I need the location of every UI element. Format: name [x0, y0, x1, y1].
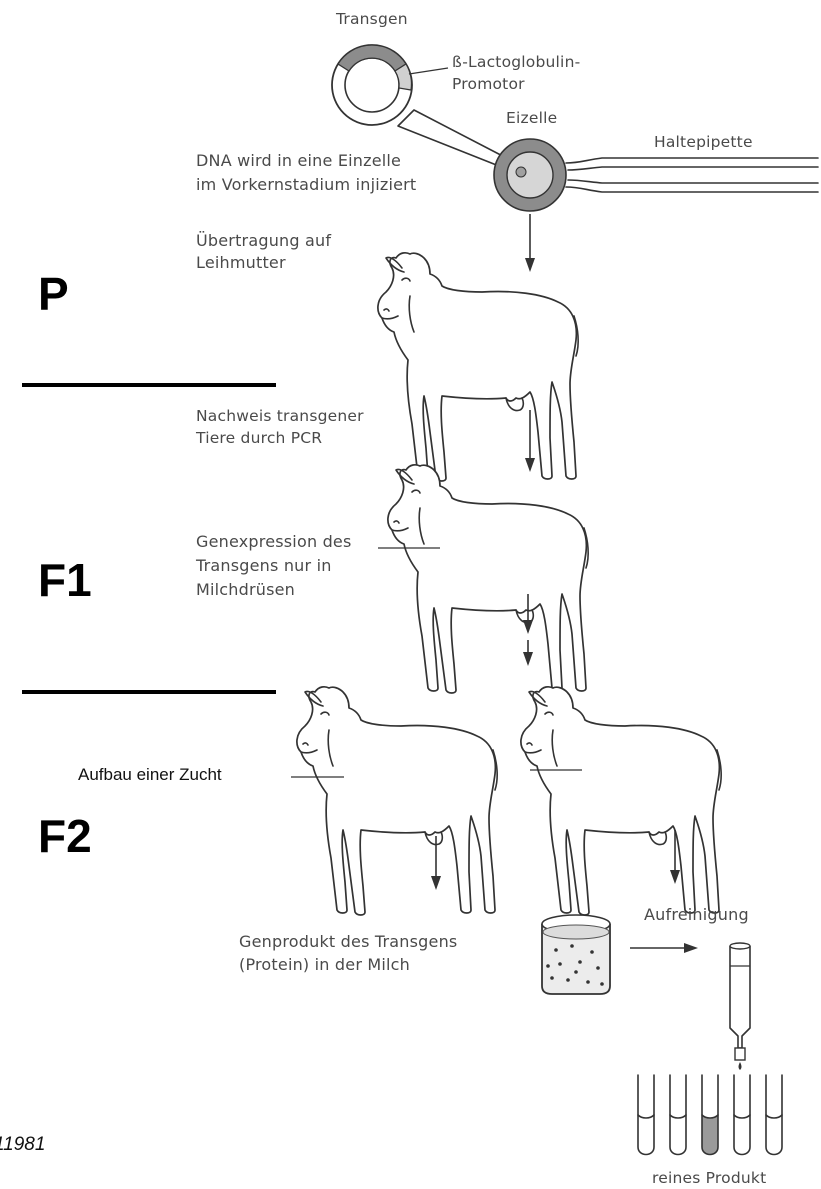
- zucht-label: Aufbau einer Zucht: [78, 765, 222, 784]
- purification-column-icon: [729, 942, 751, 1070]
- product-label-line2: (Protein) in der Milch: [239, 955, 410, 974]
- product-label-line1: Genprodukt des Transgens: [239, 932, 457, 951]
- expression-label-line1: Genexpression des: [196, 532, 352, 551]
- f1-sheep: [387, 463, 590, 694]
- test-tube-5: [765, 1074, 783, 1156]
- arrow-right-purification: [630, 943, 698, 953]
- aufreinigung-label: Aufreinigung: [644, 905, 749, 924]
- arrow-down-3b: [523, 640, 533, 666]
- test-tube-2: [669, 1074, 687, 1156]
- arrow-down-milk: [431, 836, 441, 890]
- transfer-label-line2: Leihmutter: [196, 253, 286, 272]
- generation-label-p: P: [38, 268, 69, 320]
- promoter-label-line1: ß-Lactoglobulin-: [452, 53, 580, 71]
- promoter-leader-line: [408, 67, 449, 75]
- test-tube-4: [733, 1074, 751, 1156]
- pcr-label-line1: Nachweis transgener: [196, 407, 364, 425]
- transgen-label: Transgen: [335, 10, 408, 28]
- promoter-label-line2: Promotor: [452, 75, 525, 93]
- haltepipette-label: Haltepipette: [654, 133, 753, 151]
- f2-sheep-left: [296, 685, 499, 916]
- generation-label-f2: F2: [38, 810, 92, 862]
- milk-beaker-icon: [541, 914, 611, 995]
- expression-label-line3: Milchdrüsen: [196, 580, 295, 599]
- f2-sheep-right: [520, 685, 723, 916]
- source-code-label: 11981: [0, 1134, 45, 1155]
- arrow-down-purification: [670, 830, 680, 884]
- arrow-down-1: [525, 214, 535, 272]
- egg-cell-icon: [493, 138, 567, 212]
- dna-injection-label-line2: im Vorkernstadium injiziert: [196, 175, 416, 194]
- holding-pipette: [565, 157, 819, 193]
- test-tube-3-product: [701, 1074, 719, 1156]
- surrogate-sheep: [377, 251, 580, 482]
- test-tube-1: [637, 1074, 655, 1156]
- plasmid-icon: [331, 44, 413, 126]
- arrow-down-2: [525, 410, 535, 472]
- pcr-label-line2: Tiere durch PCR: [195, 429, 322, 447]
- dna-injection-label-line1: DNA wird in eine Einzelle: [196, 151, 401, 170]
- expression-label-line2: Transgens nur in: [195, 556, 332, 575]
- generation-label-f1: F1: [38, 554, 92, 606]
- eizelle-label: Eizelle: [506, 109, 557, 127]
- transfer-label-line1: Übertragung auf: [196, 231, 331, 250]
- reines-produkt-label: reines Produkt: [652, 1169, 766, 1187]
- arrow-down-3a: [523, 594, 533, 634]
